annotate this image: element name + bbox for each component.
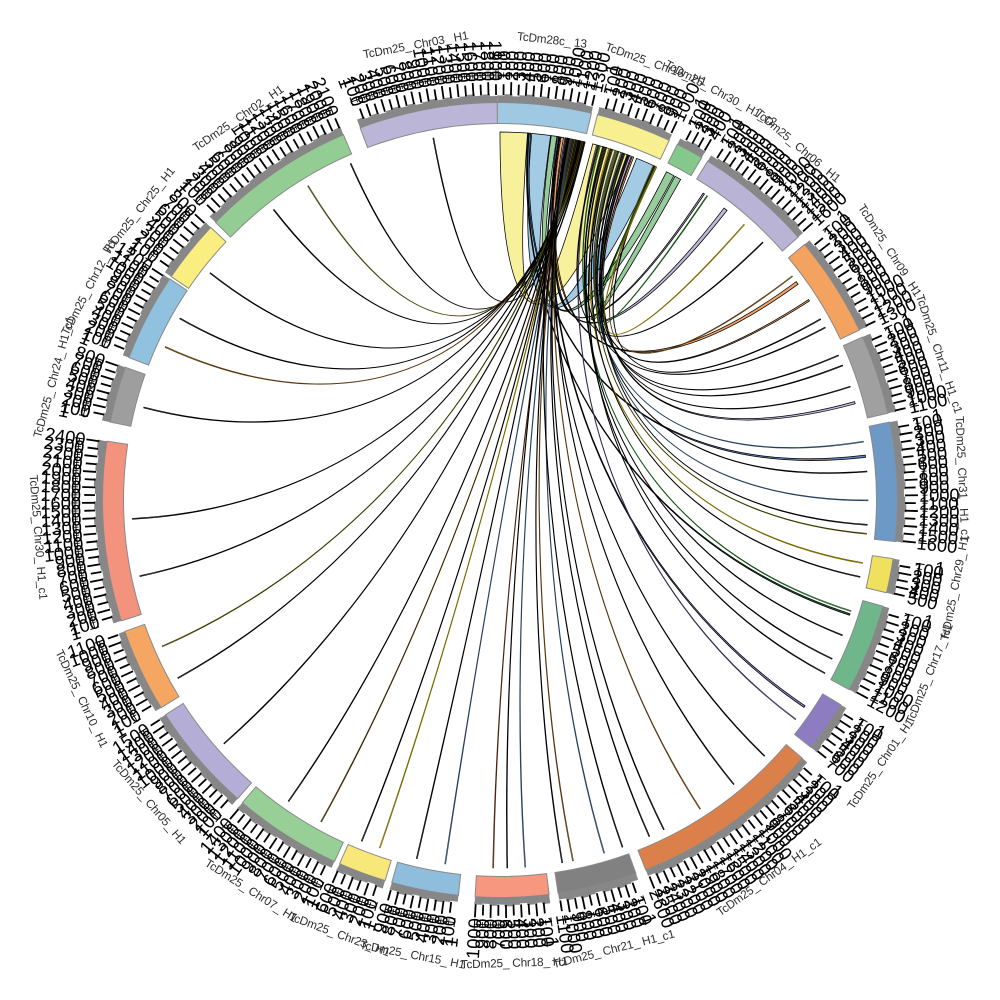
svg-text:500: 500 [524,51,547,83]
svg-text:500: 500 [503,918,525,949]
svg-text:1800: 1800 [40,475,81,497]
svg-text:400: 400 [511,918,534,950]
svg-text:1600: 1600 [459,41,483,83]
svg-text:1: 1 [542,936,564,949]
svg-text:TcDm25_ Chr18_ H1: TcDm25_ Chr18_ H1 [461,954,568,971]
svg-text:1: 1 [489,50,510,60]
svg-text:1500: 1500 [40,500,81,522]
svg-text:1300: 1300 [41,516,83,540]
svg-text:400: 400 [914,434,947,459]
svg-text:900: 900 [918,476,949,498]
svg-text:800: 800 [479,919,501,950]
svg-text:1: 1 [933,557,946,579]
svg-text:200: 200 [527,916,551,948]
svg-text:2000: 2000 [41,458,83,482]
svg-text:1600: 1600 [916,532,959,557]
svg-text:100: 100 [435,915,460,948]
svg-text:1900: 1900 [485,40,506,81]
svg-text:1800: 1800 [476,40,498,81]
svg-text:1: 1 [930,404,944,427]
svg-text:700: 700 [488,919,509,950]
svg-text:1000: 1000 [919,484,960,505]
svg-text:500: 500 [916,442,949,466]
svg-text:700: 700 [917,459,949,482]
svg-text:1: 1 [57,399,71,422]
svg-text:400: 400 [516,51,539,83]
svg-text:1700: 1700 [468,40,491,82]
svg-text:TcDm25_ Chr31_ H1_c1: TcDm25_ Chr31_ H1_c1 [953,416,973,542]
svg-text:300: 300 [509,50,531,81]
svg-text:1100: 1100 [919,493,958,514]
svg-text:800: 800 [918,467,950,489]
svg-text:700: 700 [539,52,563,85]
svg-text:600: 600 [532,52,556,84]
svg-text:1900: 1900 [40,466,82,489]
svg-text:100: 100 [535,915,559,948]
svg-text:300: 300 [519,917,542,949]
svg-text:1400: 1400 [40,508,82,531]
svg-text:1: 1 [440,936,462,948]
svg-text:1300: 1300 [918,508,960,531]
svg-text:1400: 1400 [917,516,959,540]
svg-text:900: 900 [53,548,86,573]
svg-text:900: 900 [471,918,493,949]
svg-text:1200: 1200 [919,501,960,523]
svg-text:1600: 1600 [40,492,81,513]
svg-text:600: 600 [496,919,517,950]
svg-text:200: 200 [501,50,523,81]
svg-text:1700: 1700 [40,484,81,505]
svg-text:1000: 1000 [462,918,485,960]
svg-text:600: 600 [917,451,949,475]
